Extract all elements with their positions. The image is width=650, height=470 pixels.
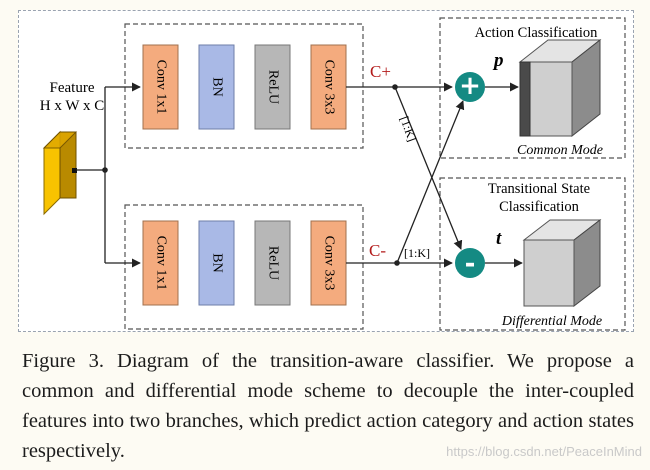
cross-label-top: [1:K] <box>397 114 419 143</box>
top-relu-block <box>254 44 291 130</box>
action-mode-label: Common Mode <box>517 143 603 158</box>
transition-mode-label: Differential Mode <box>501 314 602 329</box>
transition-output-cube <box>522 218 602 308</box>
top-block-2-label: BN <box>209 77 224 96</box>
output-p: p <box>492 50 504 71</box>
bottom-block-2-label: BN <box>209 253 224 272</box>
transition-title-line1: Transitional State <box>488 181 590 197</box>
action-title: Action Classification <box>475 25 599 41</box>
minus-circle <box>455 248 485 278</box>
figure-caption: Figure 3. Diagram of the transition-awar… <box>22 350 634 462</box>
transitional-state-group <box>439 177 626 331</box>
bottom-block-4-label: Conv 3x3 <box>321 236 336 291</box>
feature-block <box>42 130 78 216</box>
bottom-conv1x1-block <box>142 220 179 306</box>
action-output-cube <box>518 38 602 138</box>
action-classification-group <box>439 17 626 159</box>
output-t: t <box>496 228 502 249</box>
bottom-conv3x3-block <box>310 220 347 306</box>
bottom-block-1-label: Conv 1x1 <box>153 236 168 291</box>
watermark: https://blog.csdn.net/PeaceInMind <box>446 444 642 459</box>
top-block-4-label: Conv 3x3 <box>321 60 336 115</box>
transition-title-line2: Classification <box>499 199 579 215</box>
feature-label-line2: H x W x C <box>40 98 104 114</box>
plus-symbol: + <box>459 71 481 101</box>
cross-bottom-to-plus <box>396 100 465 264</box>
c-minus-label: C- <box>369 241 386 260</box>
minus-symbol: - <box>465 249 476 279</box>
bottom-bn-block <box>198 220 235 306</box>
top-conv1x1-block <box>142 44 179 130</box>
bottom-branch-group <box>124 204 364 330</box>
feature-label-line1: Feature <box>50 80 95 96</box>
plus-circle <box>455 72 485 102</box>
cross-top-to-minus <box>394 86 463 250</box>
top-block-3-label: ReLU <box>265 70 280 104</box>
bottom-block-3-label: ReLU <box>265 246 280 280</box>
top-block-1-label: Conv 1x1 <box>153 60 168 115</box>
bottom-relu-block <box>254 220 291 306</box>
diagram: Feature H x W x C Conv 1x1 BN ReLU Conv … <box>40 17 626 331</box>
top-conv3x3-block <box>310 44 347 130</box>
top-bn-block <box>198 44 235 130</box>
cross-label-bottom: [1:K] <box>404 246 430 260</box>
c-plus-label: C+ <box>370 62 391 81</box>
top-branch-group <box>124 23 364 149</box>
